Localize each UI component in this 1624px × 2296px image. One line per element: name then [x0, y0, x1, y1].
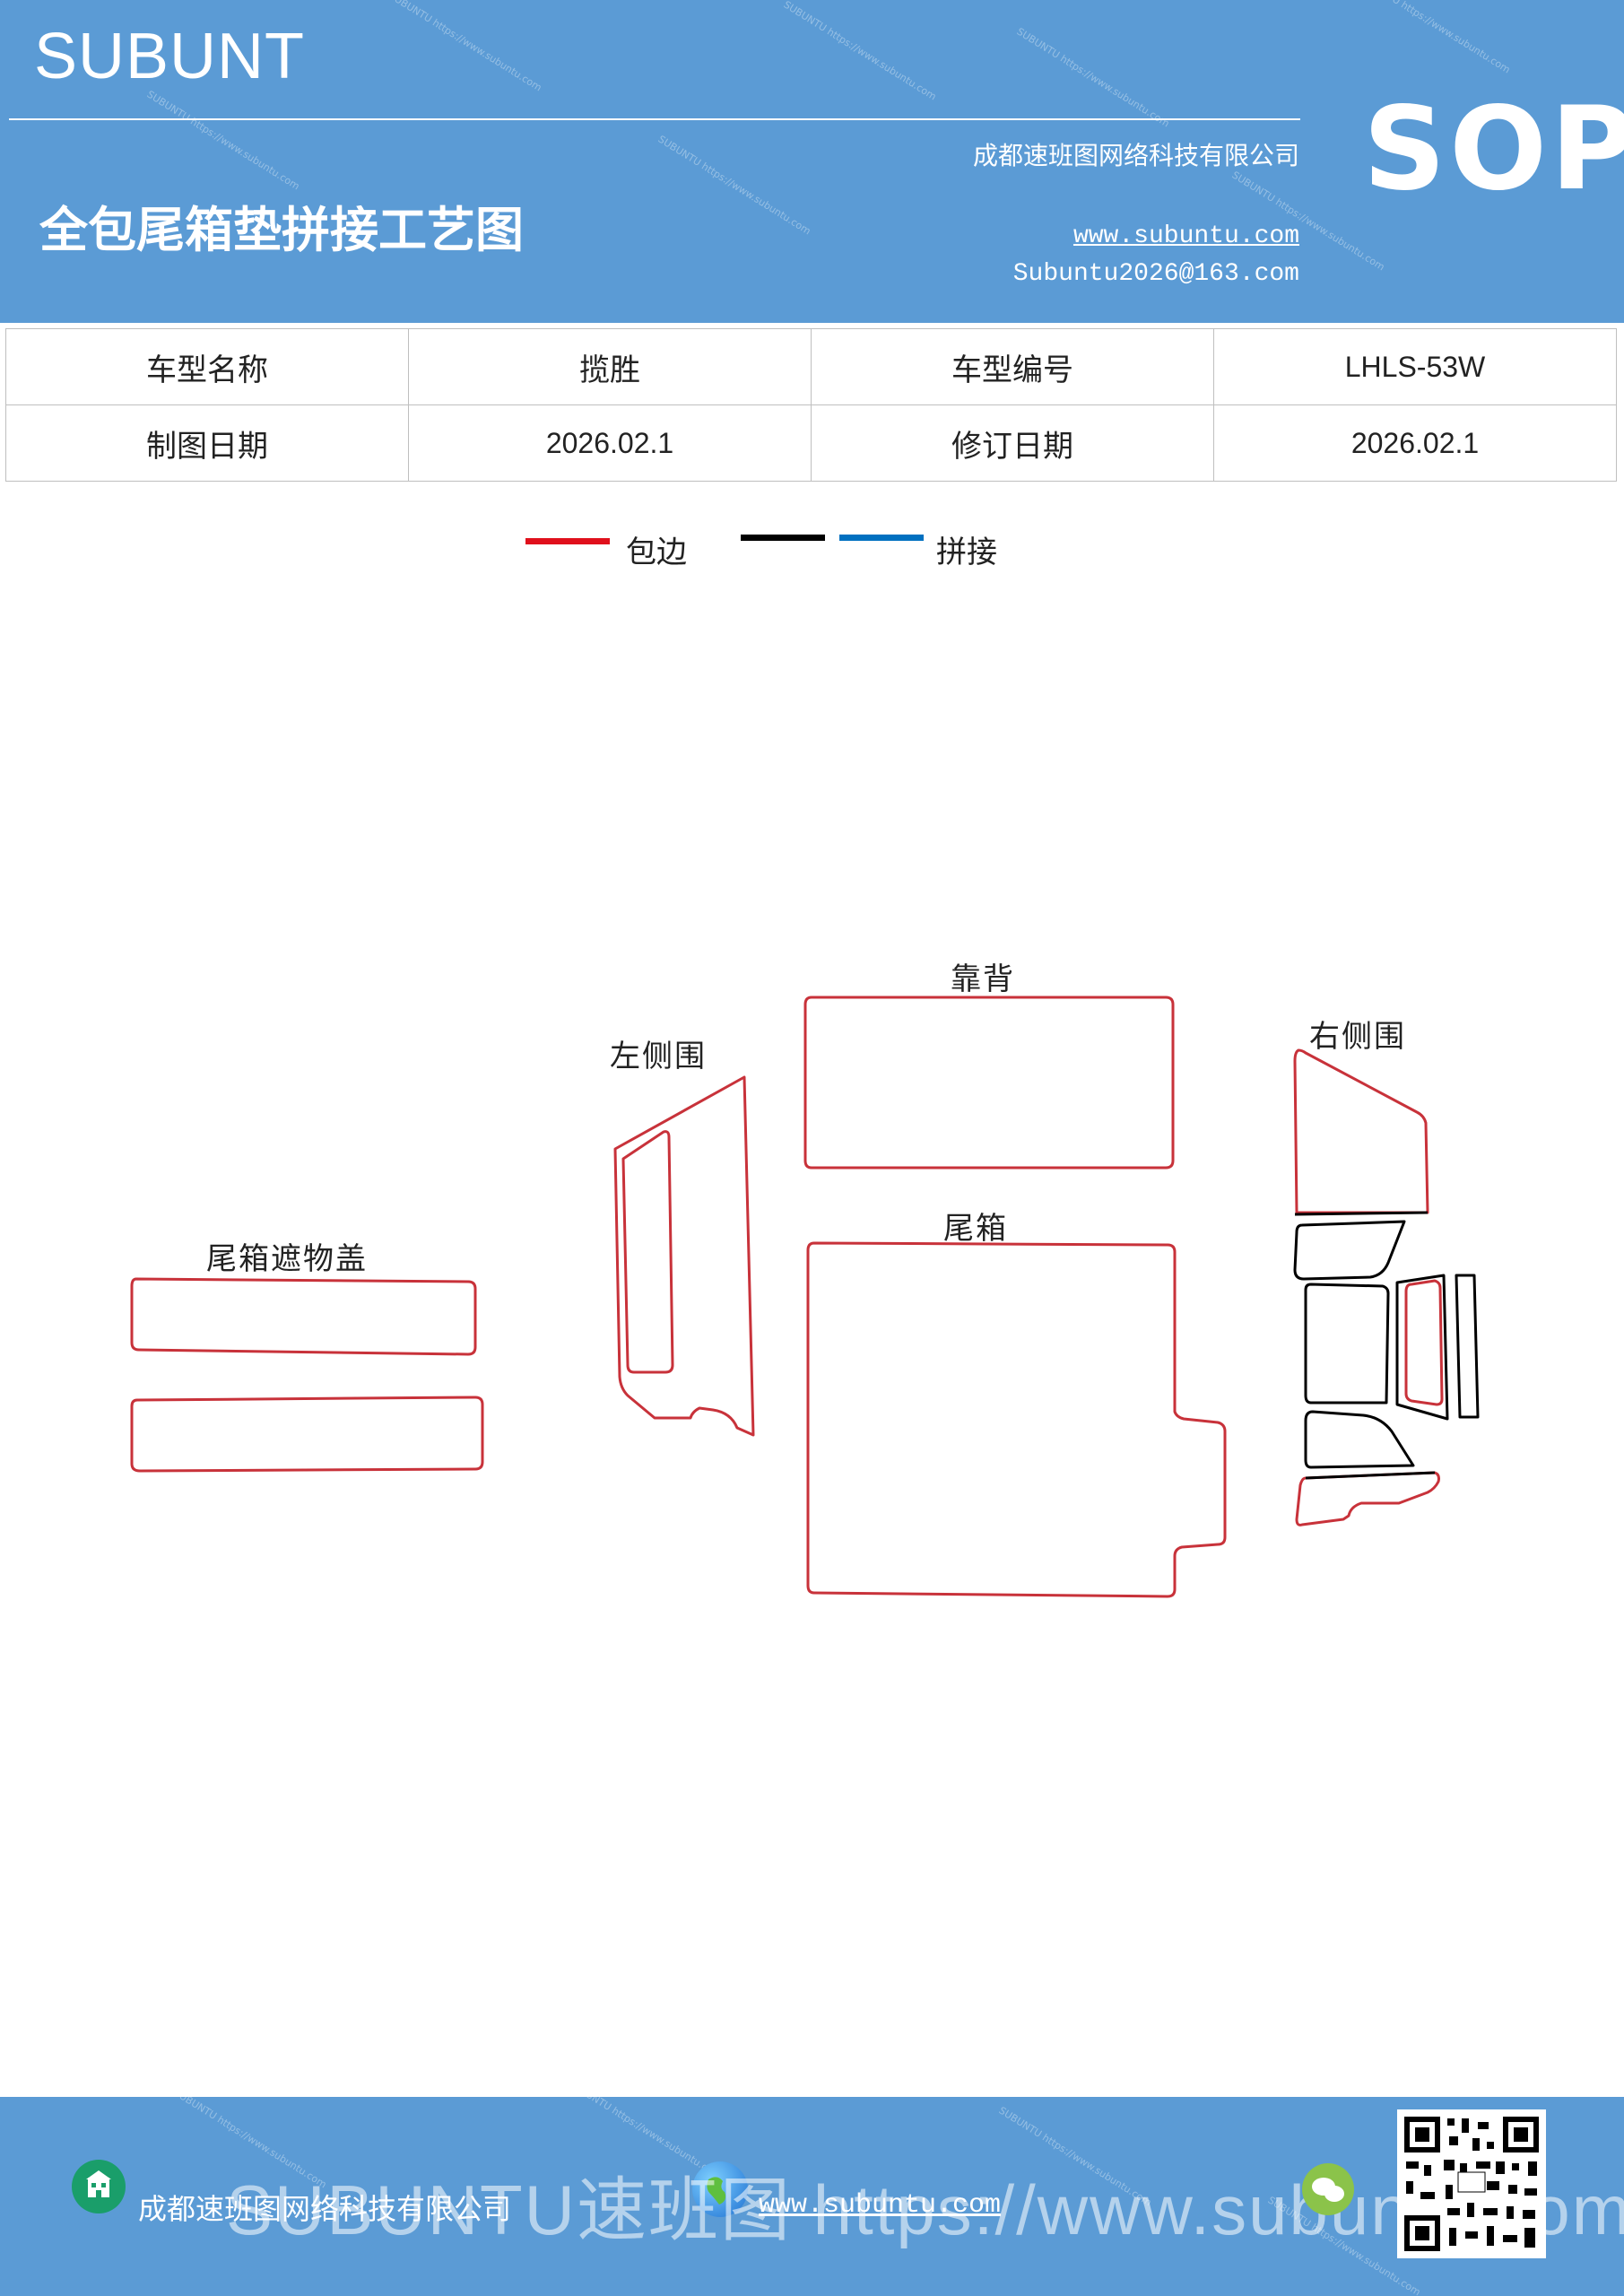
table-row: 制图日期 2026.02.1 修订日期 2026.02.1: [5, 404, 1617, 482]
right-side-inner-red: [1404, 1279, 1444, 1406]
website-link[interactable]: www.subuntu.com: [1073, 222, 1299, 250]
legend-label-edging: 包边: [626, 535, 687, 570]
footer-website-link[interactable]: www.subuntu.com: [759, 2190, 1002, 2221]
label-draw-date: 制图日期: [5, 404, 409, 482]
value-model-code: LHLS-53W: [1213, 328, 1617, 405]
header-divider: [9, 118, 1300, 120]
label-left-side: 左侧围: [610, 1039, 707, 1074]
value-model-name: 揽胜: [408, 328, 812, 405]
legend-swatch-edging: [525, 538, 610, 544]
legend-label-seam: 拼接: [936, 535, 997, 570]
right-side-piece-4: [1395, 1274, 1449, 1421]
trunk-cover-piece-bottom: [130, 1396, 484, 1473]
value-draw-date: 2026.02.1: [408, 404, 812, 482]
seam-right-top: [1294, 1211, 1429, 1216]
label-backrest: 靠背: [951, 961, 1015, 997]
label-revision-date: 修订日期: [811, 404, 1214, 482]
company-name: 成都速班图网络科技有限公司: [972, 141, 1299, 170]
vehicle-info-table: 车型名称 揽胜 车型编号 LHLS-53W 制图日期 2026.02.1 修订日…: [5, 328, 1617, 482]
right-side-piece-2: [1293, 1220, 1406, 1281]
legend-swatch-seam-blue: [839, 535, 924, 541]
legend-swatch-seam-black: [741, 535, 825, 541]
label-trunk-cover: 尾箱遮物盖: [206, 1241, 368, 1277]
trunk-cover-piece-top: [130, 1277, 477, 1356]
right-side-top-red: [1293, 1048, 1429, 1214]
legend: 包边 拼接: [0, 520, 1624, 574]
table-row: 车型名称 揽胜 车型编号 LHLS-53W: [5, 328, 1617, 405]
label-trunk: 尾箱: [943, 1211, 1008, 1247]
email-address[interactable]: Subuntu2026@163.com: [1012, 260, 1299, 288]
seam-right-lower: [1305, 1471, 1436, 1480]
building-icon: [72, 2160, 126, 2213]
brand-name: SUBUNT: [34, 21, 306, 92]
backrest-panel: [803, 996, 1175, 1170]
label-right-side: 右侧围: [1309, 1019, 1406, 1055]
right-side-piece-6: [1304, 1410, 1415, 1469]
left-side-panel: [613, 1075, 755, 1437]
right-side-piece-3: [1304, 1283, 1390, 1405]
label-model-name: 车型名称: [5, 328, 409, 405]
trunk-floor-panel: [806, 1241, 1227, 1598]
sop-badge: SOP: [1363, 83, 1624, 216]
globe-icon: [692, 2161, 748, 2217]
footer-banner: SUBUNTU https://www.subuntu.com SUBUNTU …: [0, 2097, 1624, 2296]
qr-code[interactable]: [1397, 2109, 1546, 2258]
page-title: 全包尾箱垫拼接工艺图: [39, 201, 524, 258]
label-model-code: 车型编号: [811, 328, 1214, 405]
value-revision-date: 2026.02.1: [1213, 404, 1617, 482]
wechat-icon: [1302, 2163, 1354, 2215]
footer-company-name: 成都速班图网络科技有限公司: [138, 2192, 512, 2226]
footer-watermark: SUBUNTU速班图 https://www.subuntu.com: [226, 2170, 1624, 2249]
right-side-piece-5: [1455, 1274, 1480, 1419]
right-side-lower-red: [1295, 1471, 1440, 1526]
left-side-inner: [621, 1130, 674, 1374]
header-banner: SUBUNTU https://www.subuntu.com SUBUNTU …: [0, 0, 1624, 323]
